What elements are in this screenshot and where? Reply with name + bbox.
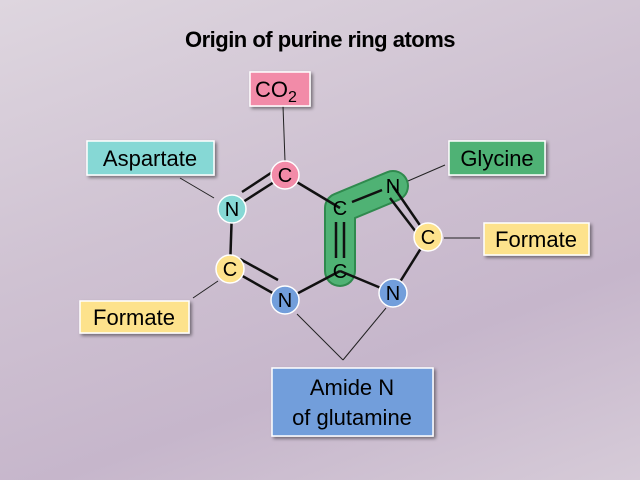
label-aspartate: Aspartate bbox=[86, 140, 215, 176]
label-co2: CO2 bbox=[249, 71, 311, 107]
svg-text:C: C bbox=[278, 165, 292, 187]
svg-text:C: C bbox=[223, 259, 237, 281]
atom-n-cyan: N bbox=[217, 194, 247, 224]
atom-n-blue-bottom: N bbox=[270, 285, 300, 315]
svg-text:C: C bbox=[333, 198, 347, 220]
svg-text:N: N bbox=[386, 283, 400, 305]
svg-text:N: N bbox=[386, 176, 400, 198]
svg-text:Formate: Formate bbox=[495, 227, 577, 252]
atom-c-green-top: C bbox=[333, 198, 347, 220]
svg-text:Amide N: Amide N bbox=[310, 375, 394, 400]
label-amide-n-glutamine: Amide N of glutamine bbox=[271, 367, 434, 437]
atom-c-yellow-left: C bbox=[215, 254, 245, 284]
svg-text:of glutamine: of glutamine bbox=[292, 405, 412, 430]
atom-n-green: N bbox=[386, 176, 400, 198]
title: Origin of purine ring atoms bbox=[185, 27, 455, 52]
svg-text:Glycine: Glycine bbox=[460, 146, 533, 171]
atom-c-green-bottom: C bbox=[333, 261, 347, 283]
label-formate-left: Formate bbox=[79, 300, 190, 334]
label-formate-right: Formate bbox=[483, 222, 590, 256]
svg-text:Formate: Formate bbox=[93, 305, 175, 330]
connector-lines bbox=[179, 105, 480, 361]
svg-text:C: C bbox=[333, 261, 347, 283]
atom-c-pink: C bbox=[270, 160, 300, 190]
label-glycine: Glycine bbox=[448, 140, 546, 176]
svg-text:CO2: CO2 bbox=[255, 77, 297, 106]
atom-n-blue-right: N bbox=[378, 278, 408, 308]
atom-c-yellow-right: C bbox=[413, 222, 443, 252]
svg-text:N: N bbox=[225, 199, 239, 221]
svg-text:N: N bbox=[278, 290, 292, 312]
svg-text:Aspartate: Aspartate bbox=[103, 146, 197, 171]
svg-text:C: C bbox=[421, 227, 435, 249]
